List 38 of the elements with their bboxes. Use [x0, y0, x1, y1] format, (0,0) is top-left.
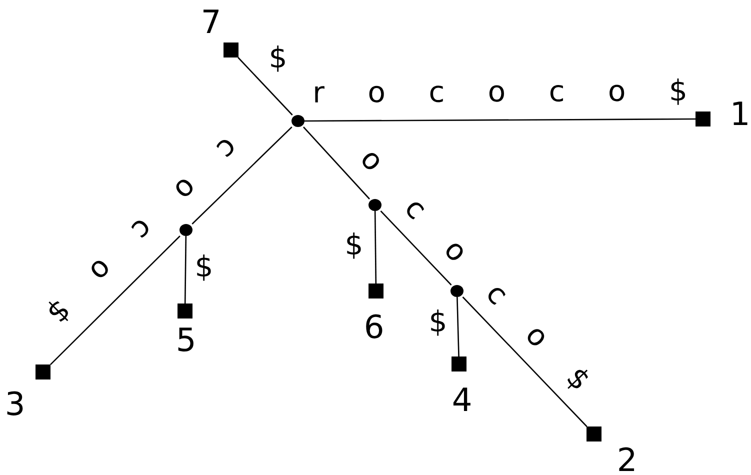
leaf-node-square	[178, 304, 192, 318]
internal-node-dot	[292, 115, 304, 127]
tree-edge	[238, 57, 293, 116]
leaf-number: 7	[200, 6, 222, 38]
edge-label: o	[355, 144, 389, 176]
leaf-node-square	[452, 356, 466, 372]
tree-edge	[50, 236, 180, 366]
edge-label: c o	[169, 132, 243, 206]
internal-node-dot	[180, 224, 192, 236]
edge-label: $	[428, 308, 448, 336]
leaf-node-square	[368, 284, 384, 298]
edge-label: c o $	[42, 213, 158, 329]
leaf-node-square	[224, 42, 238, 58]
leaf-node-square	[696, 112, 710, 126]
leaf-number: 5	[176, 324, 196, 356]
tree-edge	[380, 210, 452, 286]
tree-edge	[184, 236, 187, 304]
leaf-node-square	[586, 426, 602, 442]
tree-edge	[304, 118, 696, 122]
tree-edge	[374, 211, 377, 284]
edge-label: r o c o c o $	[312, 76, 688, 108]
edge-label: $	[194, 252, 214, 282]
tree-edge	[192, 126, 292, 224]
edge-label: c o $	[480, 278, 596, 396]
edge-label: $	[268, 44, 288, 72]
leaf-number: 1	[730, 98, 750, 130]
leaf-number: 6	[364, 311, 384, 343]
tree-edge	[462, 296, 588, 427]
leaf-number: 2	[616, 444, 638, 475]
edge-label: $	[344, 230, 364, 260]
leaf-number: 3	[4, 388, 26, 420]
internal-node-dot	[368, 199, 382, 211]
leaf-node-square	[36, 364, 50, 380]
tree-edge	[303, 126, 370, 200]
internal-node-dot	[450, 285, 464, 297]
edge-label: c o	[400, 192, 472, 268]
leaf-number: 4	[452, 384, 472, 416]
tree-edge	[456, 296, 460, 357]
